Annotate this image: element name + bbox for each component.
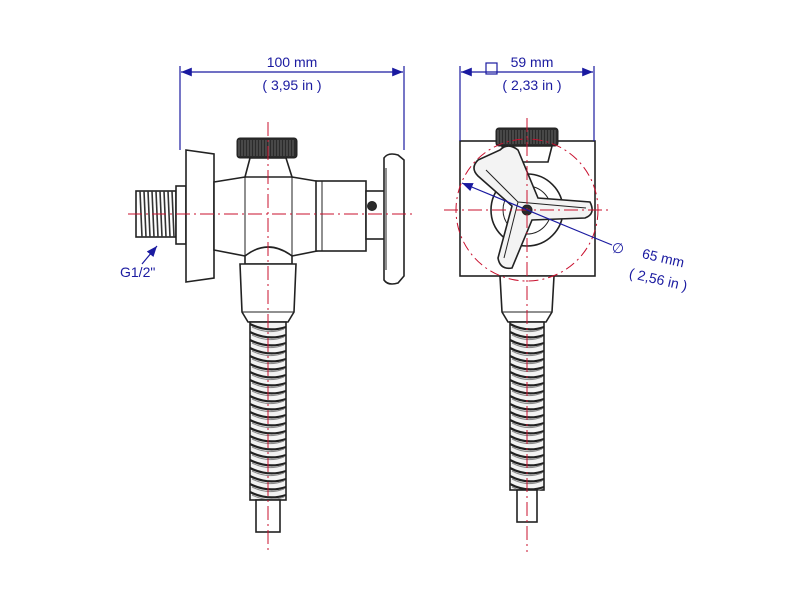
dimension-width: 100 mm ( 3,95 in ) — [179, 54, 405, 150]
top-cap — [236, 137, 298, 178]
handle-metric: 65 mm — [641, 245, 686, 270]
width-metric: 100 mm — [267, 54, 318, 70]
thread-callout: G1/2" — [120, 245, 158, 280]
threaded-inlet — [135, 185, 187, 245]
diameter-symbol: ∅ — [612, 240, 624, 256]
width-imperial: ( 3,95 in ) — [262, 77, 321, 93]
wall-flange — [185, 149, 215, 283]
depth-metric: 59 mm — [511, 54, 554, 70]
valve-body — [213, 172, 387, 260]
square-symbol-icon — [485, 62, 498, 75]
cross-handle — [473, 145, 593, 270]
depth-imperial: ( 2,33 in ) — [502, 77, 561, 93]
side-view — [128, 122, 412, 552]
front-view — [444, 118, 612, 552]
dimension-depth: 59 mm ( 2,33 in ) — [459, 54, 595, 141]
thread-label: G1/2" — [120, 264, 155, 280]
handle-side — [383, 153, 405, 285]
